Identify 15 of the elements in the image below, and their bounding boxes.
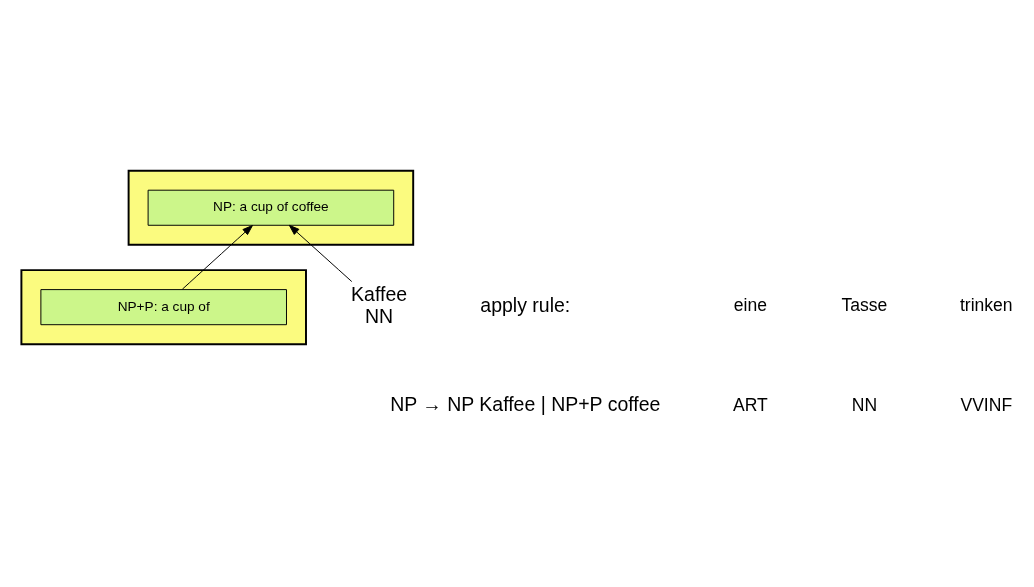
label: eine [733, 295, 767, 316]
label: trinken [959, 295, 1013, 316]
cluster [127, 169, 415, 246]
label: NN [851, 394, 878, 415]
arrow [181, 225, 253, 290]
node-box: NP: a cup of coffee [147, 189, 395, 226]
label: apply rule: [480, 294, 571, 317]
arrow [288, 224, 353, 283]
node-text: Kaffee NN [351, 283, 408, 327]
node-box: NP+P: a cup of [40, 289, 287, 326]
label: ART [733, 394, 768, 415]
label: NP → NP Kaffee | NP+P coffee [390, 393, 661, 416]
label: Tasse [841, 295, 888, 316]
cluster [20, 269, 307, 346]
label: VVINF [960, 394, 1013, 415]
